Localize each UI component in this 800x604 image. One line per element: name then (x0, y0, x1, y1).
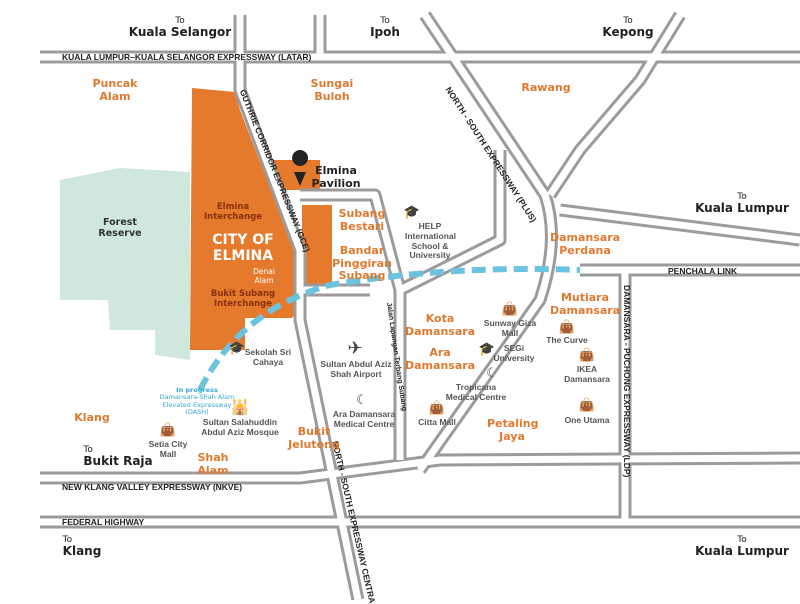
place-mutiara-damansara: Mutiara Damansara (550, 291, 621, 317)
place-petaling-jaya: Petaling Jaya (487, 417, 539, 443)
poi-setia-city-mall: Setia City Mall (148, 439, 188, 459)
road-label-nkve: NEW KLANG VALLEY EXPRESSWAY (NKVE) (62, 482, 243, 492)
city-of-elmina-area (190, 88, 298, 350)
graduation-cap-icon: 🎓 (403, 205, 421, 220)
place-klang: Klang (74, 411, 110, 424)
graduation-cap-icon: 🎓 (478, 342, 496, 357)
shopping-bag-icon: 👜 (501, 302, 519, 317)
poi-tropicana-medical: Tropicana Medical Centre (445, 382, 507, 402)
bukit-subang-interchange-label: Bukit Subang Interchange (210, 289, 276, 309)
mosque-icon: 🕌 (230, 398, 250, 416)
place-shah-alam: Shah Alam (197, 451, 229, 477)
road-label-latar: KUALA LUMPUR–KUALA SELANGOR EXPRESSWAY (… (62, 52, 312, 62)
poi-sunway-giza: Sunway Giza Mall (483, 318, 537, 338)
poi-segi: SEGi University (493, 343, 535, 363)
road-label-ldp: DAMANSARA - PUCHONG EXPRESSWAY (LDP) (622, 285, 632, 478)
roads-inner (40, 13, 800, 600)
place-sungai-buloh: Sungai Buloh (310, 77, 354, 103)
shopping-bag-icon: 👜 (159, 423, 177, 438)
airplane-icon: ✈ (347, 338, 363, 359)
poi-citta-mall: Citta Mall (418, 417, 456, 427)
place-rawang: Rawang (521, 81, 571, 94)
poi-the-curve: The Curve (546, 335, 588, 345)
crescent-icon: ☾ (486, 366, 498, 381)
subang-area (302, 205, 332, 293)
forest-reserve-area (60, 168, 190, 360)
elmina-interchange-label: Elmina Interchange (204, 202, 262, 222)
shopping-bag-icon: 👜 (428, 401, 446, 416)
poi-one-utama: One Utama (564, 415, 610, 425)
place-damansara-perdana: Damansara Perdana (550, 231, 621, 257)
road-label-federal: FEDERAL HIGHWAY (62, 517, 145, 527)
elmina-pavilion-label: Elmina Pavilion (311, 164, 361, 190)
place-bandar-pinggiran-subang: Bandar Pinggiran Subang (332, 244, 392, 283)
denai-alam-label: Denai Alam (253, 267, 275, 285)
pin-icon (292, 150, 309, 186)
place-kota-damansara: Kota Damansara (405, 312, 476, 338)
poi-ikea: IKEA Damansara (564, 364, 610, 384)
place-puncak-alam: Puncak Alam (92, 77, 138, 103)
poi-ara-damansara-medical: Ara Damansara Medical Centre (332, 409, 396, 429)
graduation-cap-icon: 🎓 (228, 341, 246, 356)
city-of-elmina-title: CITY OF ELMINA (212, 232, 274, 265)
crescent-icon: ☾ (356, 393, 368, 408)
place-subang-bestari: Subang Bestari (338, 207, 386, 233)
shopping-bag-icon: 👜 (558, 320, 576, 335)
poi-airport: Sultan Abdul Aziz Shah Airport (320, 359, 392, 379)
shopping-bag-icon: 👜 (578, 348, 596, 363)
forest-reserve-label: Forest Reserve (98, 217, 142, 239)
place-bukit-jelutong: Bukit Jelutong (288, 425, 340, 451)
poi-mosque: Sultan Salahuddin Abdul Aziz Mosque (201, 417, 279, 437)
place-ara-damansara: Ara Damansara (405, 346, 476, 372)
poi-help: HELP International School & University (405, 221, 457, 261)
poi-sekolah-sri-cahaya: Sekolah Sri Cahaya (244, 347, 292, 367)
dash-expressway-line (197, 266, 581, 392)
road-label-penchala: PENCHALA LINK (668, 266, 738, 276)
shopping-bag-icon: 👜 (578, 398, 596, 413)
